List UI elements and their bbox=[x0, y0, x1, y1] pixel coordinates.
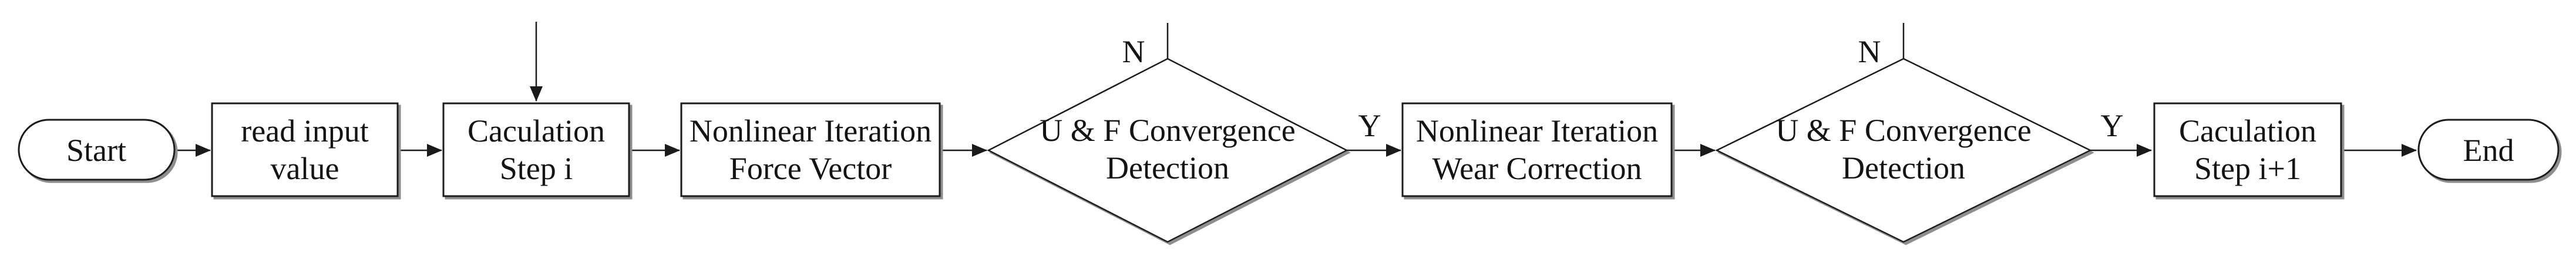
read-input-value-label-line1: read input bbox=[241, 113, 368, 149]
branch-label-y2: Y bbox=[2101, 108, 2124, 143]
node-calculation-step-i: Caculation Step i bbox=[442, 102, 630, 197]
calculation-step-i-label-line1: Caculation bbox=[468, 113, 605, 149]
start-terminal-shape bbox=[18, 119, 176, 181]
end-label: End bbox=[2463, 133, 2514, 168]
convergence-detection-2-label-line2: Detection bbox=[1842, 150, 1965, 186]
node-uf-convergence-detection-2: U & F Convergence Detection bbox=[1715, 58, 2092, 243]
convergence-detection-1-label-line1: U & F Convergence bbox=[1040, 113, 1295, 148]
wear-correction-shape bbox=[1401, 102, 1673, 197]
branch-label-n2: N bbox=[1858, 34, 1881, 69]
wear-correction-label-line2: Wear Correction bbox=[1432, 151, 1642, 186]
node-end: End bbox=[2417, 119, 2560, 181]
convergence-detection-2-label-line1: U & F Convergence bbox=[1775, 113, 2031, 148]
node-nonlinear-iteration-wear-correction: Nonlinear Iteration Wear Correction bbox=[1401, 102, 1673, 197]
convergence-detection-1-label-line2: Detection bbox=[1106, 150, 1229, 186]
read-input-value-shape bbox=[211, 102, 399, 197]
wear-correction-label-line1: Nonlinear Iteration bbox=[1416, 113, 1658, 149]
force-vector-label-line1: Nonlinear Iteration bbox=[690, 113, 931, 149]
calculation-step-i-shape bbox=[442, 102, 630, 197]
branch-label-y1: Y bbox=[1358, 108, 1381, 143]
calculation-step-i-label-line2: Step i bbox=[500, 151, 573, 186]
read-input-value-label-line2: value bbox=[271, 151, 339, 186]
node-read-input-value: read input value bbox=[211, 102, 399, 197]
end-terminal-shape bbox=[2417, 119, 2560, 181]
calculation-step-i1-shape bbox=[2153, 102, 2342, 197]
node-calculation-step-i-plus-1: Caculation Step i+1 bbox=[2153, 102, 2342, 197]
branch-label-n1: N bbox=[1122, 34, 1145, 69]
calculation-step-i1-label-line1: Caculation bbox=[2179, 113, 2316, 149]
node-nonlinear-iteration-force-vector: Nonlinear Iteration Force Vector bbox=[680, 102, 941, 197]
start-label: Start bbox=[66, 133, 126, 168]
node-uf-convergence-detection-1: U & F Convergence Detection bbox=[987, 58, 1348, 243]
convergence-detection-1-shape bbox=[987, 58, 1348, 243]
force-vector-label-line2: Force Vector bbox=[729, 151, 892, 186]
calculation-step-i1-label-line2: Step i+1 bbox=[2194, 151, 2301, 186]
force-vector-shape bbox=[680, 102, 941, 197]
node-start: Start bbox=[18, 119, 176, 181]
convergence-detection-2-shape bbox=[1715, 58, 2092, 243]
